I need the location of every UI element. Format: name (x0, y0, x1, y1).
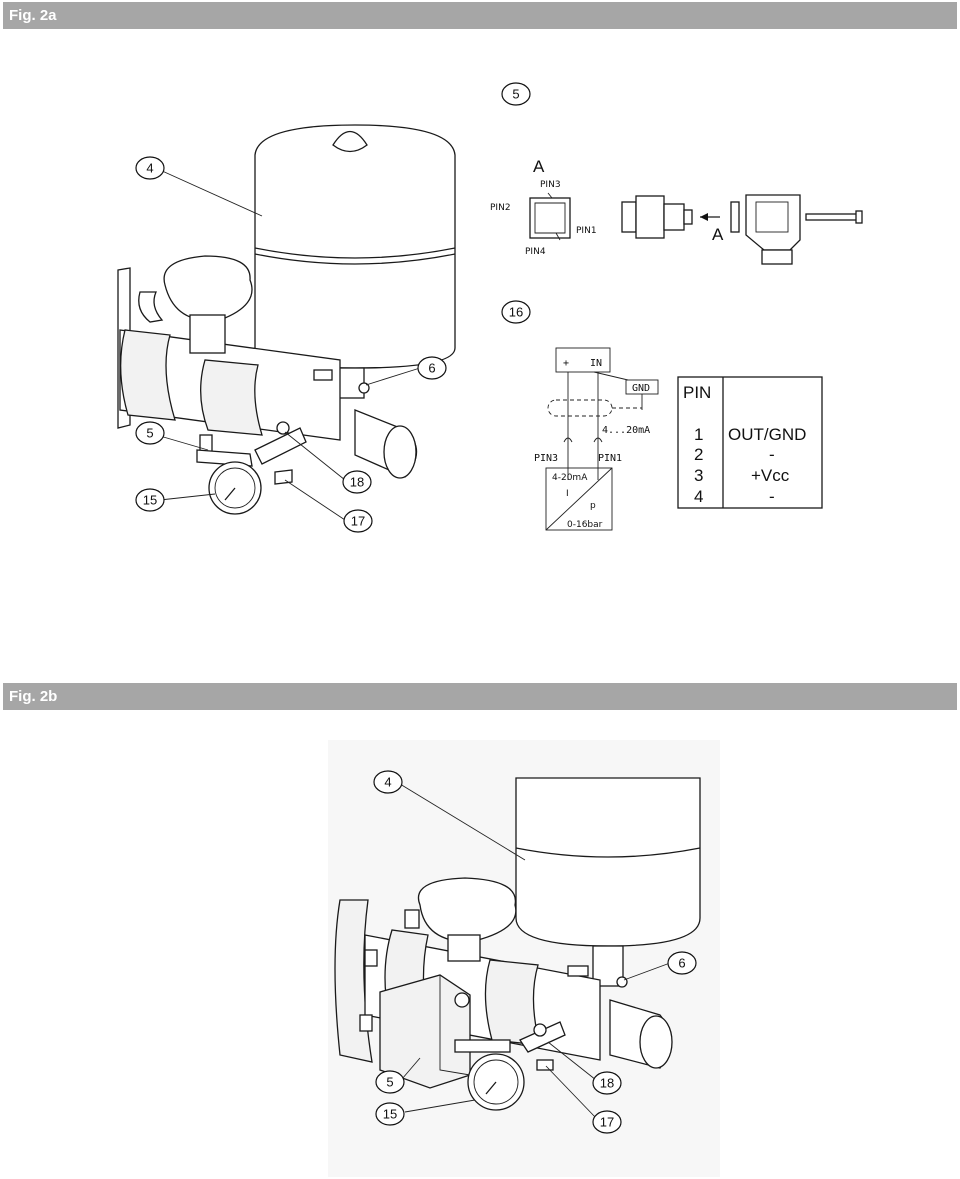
pin-table-row-2-pin: 2 (694, 445, 703, 464)
callout-16: 16 (501, 300, 531, 324)
wiring-pin1: PIN1 (598, 453, 622, 464)
callout-17: 17 (343, 509, 373, 533)
pin-table-row-3-function: +Vcc (751, 466, 790, 485)
pin4-label: PIN4 (525, 247, 546, 257)
wiring-schematic: + IN GND 4...20mA PIN3 PIN1 4-20mA I p 0… (534, 347, 659, 531)
pin2-label: PIN2 (490, 203, 511, 213)
pin-table-row-3-pin: 3 (694, 466, 703, 485)
figure-2a-title-bar: Fig. 2a (3, 2, 957, 29)
leader-lines (399, 783, 671, 1119)
svg-text:18: 18 (600, 1076, 614, 1091)
callout-5-sensor: 5 (501, 82, 531, 106)
svg-text:17: 17 (351, 514, 365, 529)
callout-5: 5 (135, 421, 165, 445)
svg-text:4: 4 (146, 161, 153, 176)
leader-lines (159, 169, 421, 521)
svg-text:18: 18 (350, 475, 364, 490)
callout-4: 4 (135, 156, 165, 180)
wiring-box-bar: 0-16bar (567, 520, 603, 530)
pressure-gauge-drawing (196, 421, 307, 515)
figure-2b-title: Fig. 2b (9, 688, 58, 705)
pin-table: PIN 1 OUT/GND 2 - 3 +Vcc 4 - (677, 376, 823, 509)
callout-6: 6 (417, 356, 447, 380)
svg-text:6: 6 (678, 956, 685, 971)
pin-table-row-4-function: - (769, 487, 775, 506)
pin-table-row-2-function: - (769, 445, 775, 464)
svg-text:15: 15 (143, 493, 157, 508)
callout-18: 18 (592, 1071, 622, 1095)
svg-text:17: 17 (600, 1115, 614, 1130)
svg-text:15: 15 (383, 1107, 397, 1122)
figure-2b-drawing: 4 6 5 18 15 17 (328, 740, 720, 1177)
figure-2b-title-bar: Fig. 2b (3, 683, 957, 710)
wiring-gnd: GND (632, 383, 650, 394)
wiring-in: IN (590, 358, 602, 369)
pin-table-row-1-function: OUT/GND (728, 425, 806, 444)
figure-2a-drawing: 4 5 15 18 17 6 5 16 A PIN3 PIN2 PIN1 PIN… (117, 82, 863, 533)
callout-5: 5 (375, 1070, 405, 1094)
sensor-connector-detail: A PIN3 PIN2 PIN1 PIN4 A (490, 157, 863, 265)
arrow-a-label: A (712, 225, 724, 244)
pin-table-row-4-pin: 4 (694, 487, 703, 506)
wiring-box-range: 4-20mA (552, 473, 588, 483)
wiring-pin3: PIN3 (534, 453, 558, 464)
svg-text:16: 16 (509, 305, 523, 320)
pin-table-row-1-pin: 1 (694, 425, 703, 444)
callout-17: 17 (592, 1110, 622, 1134)
view-a-label: A (533, 157, 545, 176)
svg-text:5: 5 (386, 1075, 393, 1090)
callout-18: 18 (342, 470, 372, 494)
svg-text:5: 5 (512, 87, 519, 102)
svg-text:6: 6 (428, 361, 435, 376)
figure-2a-title: Fig. 2a (9, 7, 57, 24)
wiring-plus: + (563, 358, 569, 369)
pin3-label: PIN3 (540, 180, 561, 190)
callout-4: 4 (373, 770, 403, 794)
sensor-mount-drawing (313, 369, 370, 394)
wiring-box-p: p (590, 501, 596, 511)
wiring-current: 4...20mA (602, 425, 650, 436)
svg-text:4: 4 (384, 775, 391, 790)
callout-6: 6 (667, 951, 697, 975)
pin-table-header: PIN (683, 383, 711, 402)
svg-text:5: 5 (146, 426, 153, 441)
pump-pipe-assembly-drawing (117, 255, 418, 479)
expansion-vessel-drawing (254, 124, 456, 399)
pressure-gauge-drawing (454, 1021, 566, 1111)
wiring-box-i: I (566, 489, 569, 499)
callout-15: 15 (135, 488, 165, 512)
pin1-label: PIN1 (576, 226, 597, 236)
expansion-vessel-drawing (515, 777, 701, 987)
callout-15: 15 (375, 1102, 405, 1126)
